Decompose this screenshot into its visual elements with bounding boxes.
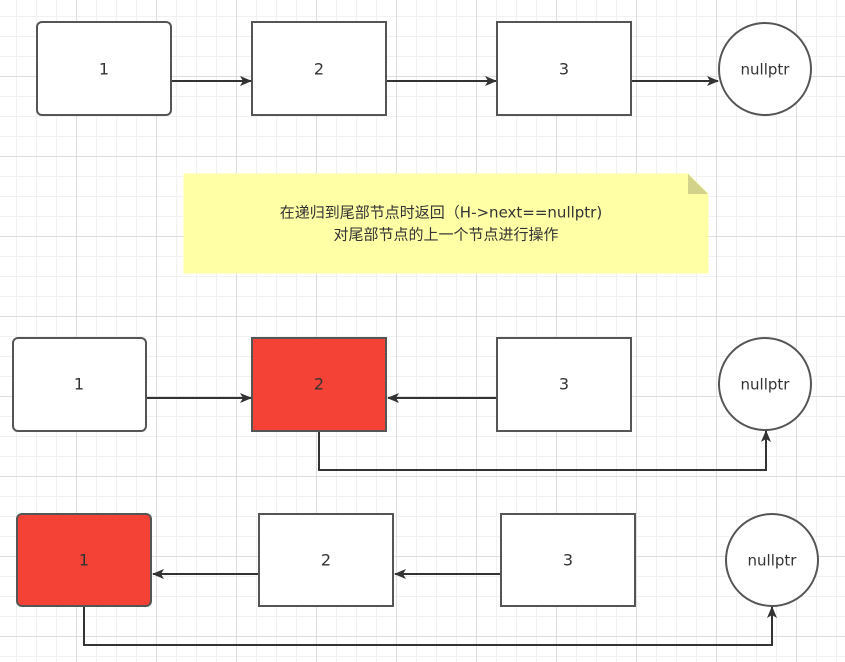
note-body bbox=[183, 173, 709, 274]
row-3-reverse-step-2: 1 2 3 nullptr bbox=[16, 513, 819, 646]
note-line-2: 对尾部节点的上一个节点进行操作 bbox=[333, 226, 558, 244]
row2-node-3-box bbox=[496, 337, 632, 432]
row2-nullptr-label: nullptr bbox=[741, 376, 791, 394]
row1-node-1-label: 1 bbox=[99, 60, 109, 79]
row3-nullptr-label: nullptr bbox=[748, 552, 798, 570]
row3-node-3-label: 3 bbox=[563, 551, 573, 570]
row1-node-1-box bbox=[36, 21, 172, 116]
row-2-reverse-step-1: 1 2 3 nullptr bbox=[12, 337, 812, 471]
row3-node-2-label: 2 bbox=[321, 551, 331, 570]
row1-node-2-label: 2 bbox=[314, 60, 324, 79]
row2-arrow-2-to-null bbox=[318, 430, 771, 471]
note-fold-corner bbox=[688, 174, 708, 194]
row1-node-3-box bbox=[496, 21, 632, 116]
row1-node-3-label: 3 bbox=[559, 60, 569, 79]
row3-node-2-box bbox=[258, 513, 394, 607]
row2-node-1-box bbox=[12, 337, 147, 432]
row2-node-2-label: 2 bbox=[314, 375, 324, 394]
row1-nullptr-label: nullptr bbox=[741, 61, 791, 79]
row3-node-3-box bbox=[500, 513, 636, 607]
row3-arrow-1-to-null bbox=[83, 606, 777, 646]
row3-node-1-label: 1 bbox=[79, 551, 89, 570]
row1-nullptr-circle bbox=[718, 22, 812, 116]
row-1-initial-list: 1 2 3 nullptr bbox=[36, 21, 812, 116]
row2-node-1-label: 1 bbox=[74, 375, 84, 394]
row1-node-2-box bbox=[251, 21, 387, 116]
row2-node-3-label: 3 bbox=[559, 375, 569, 394]
row3-node-1-box-highlighted bbox=[16, 513, 152, 607]
row2-node-2-box-highlighted bbox=[251, 337, 387, 432]
note-line-1: 在递归到尾部节点时返回（H->next==nullptr) bbox=[280, 204, 602, 222]
explanation-note: 在递归到尾部节点时返回（H->next==nullptr) 对尾部节点的上一个节… bbox=[183, 173, 709, 274]
